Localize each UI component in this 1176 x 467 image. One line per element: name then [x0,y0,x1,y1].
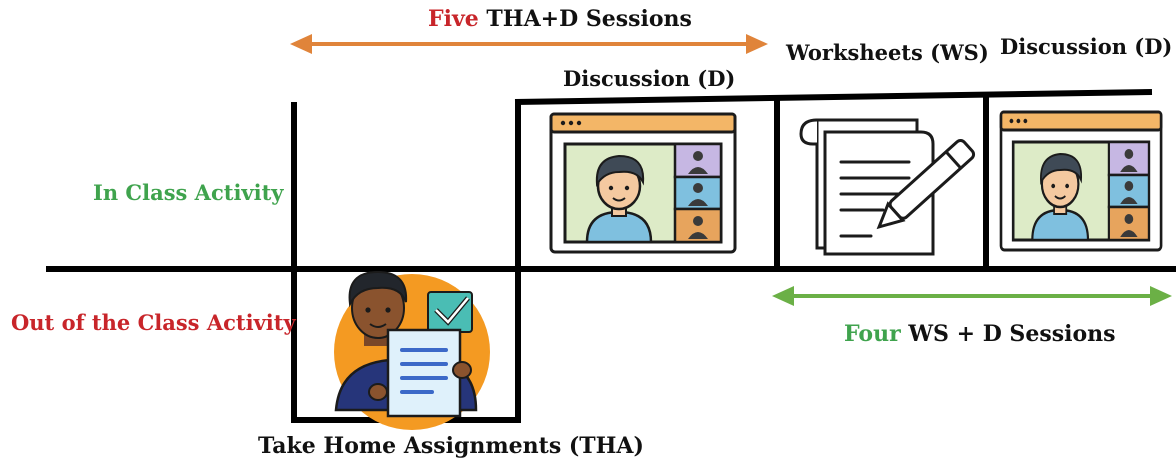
four-sessions-label: Four WS + D Sessions [844,321,1116,347]
out-class-label: Out of the Class Activity [11,310,296,335]
take-home-label: Take Home Assignments (THA) [258,433,644,459]
in-class-label: In Class Activity [93,180,284,205]
five-rest: THA+D Sessions [478,6,692,32]
four-highlight: Four [844,321,901,347]
five-highlight: Five [428,6,479,32]
panel-label-discussion-1: Discussion (D) [563,66,736,91]
video-call-icon [999,110,1163,252]
four-rest: WS + D Sessions [900,321,1116,347]
student-assignment-icon [334,270,490,430]
panel-label-worksheets: Worksheets (WS) [786,40,989,65]
video-call-icon [549,112,737,254]
panel-label-discussion-2: Discussion (D) [1000,34,1173,59]
worksheet-pen-icon [799,118,976,256]
five-sessions-label: Five THA+D Sessions [428,6,692,32]
